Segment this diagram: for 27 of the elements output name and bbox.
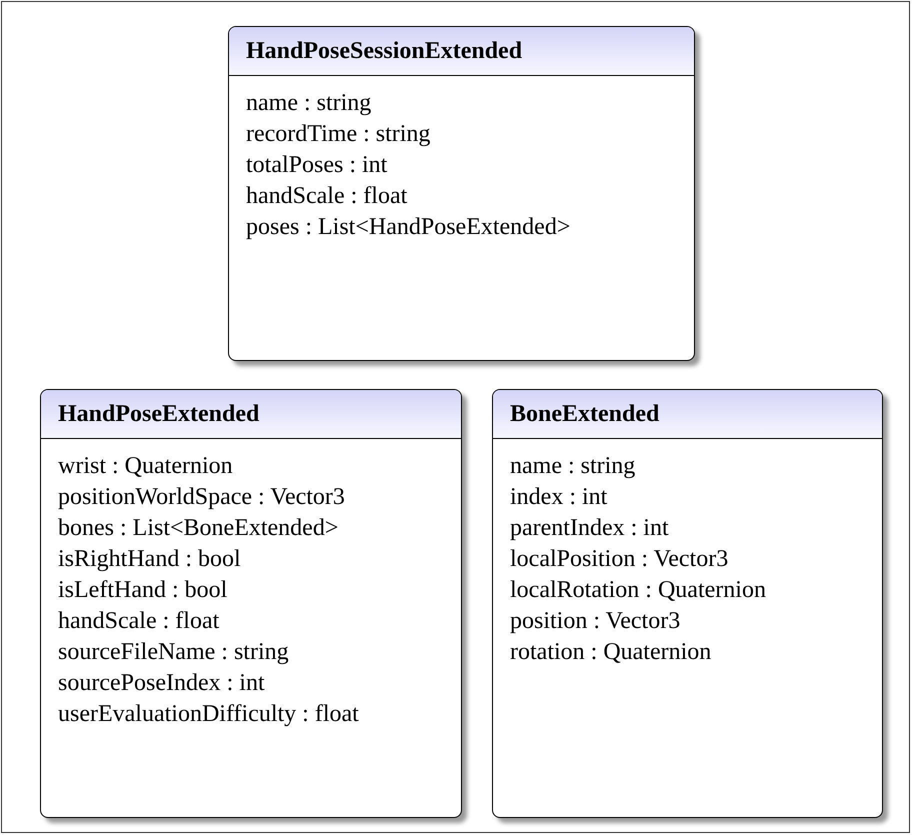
class-name: BoneExtended xyxy=(510,402,660,426)
attribute-text: localPosition : Vector3 xyxy=(510,545,730,574)
attribute-text: bones : List<BoneExtended> xyxy=(58,514,340,543)
attribute-text: sourceFileName : string xyxy=(58,638,290,667)
attribute-text: poses : List<HandPoseExtended> xyxy=(246,213,572,242)
attribute-text: totalPoses : int xyxy=(246,151,388,180)
attribute-text: isRightHand : bool xyxy=(58,545,242,574)
attribute-text: rotation : Quaternion xyxy=(510,638,712,667)
attribute-text: isLeftHand : bool xyxy=(58,576,228,605)
attribute-text: recordTime : string xyxy=(246,120,432,149)
attribute-text: handScale : float xyxy=(246,182,408,211)
class-name: HandPoseSessionExtended xyxy=(246,39,522,63)
attribute-text: wrist : Quaternion xyxy=(58,452,234,481)
class-box xyxy=(228,26,695,361)
attribute-text: sourcePoseIndex : int xyxy=(58,669,266,698)
attribute-text: handScale : float xyxy=(58,607,220,636)
attribute-text: parentIndex : int xyxy=(510,514,670,543)
attribute-text: userEvaluationDifficulty : float xyxy=(58,700,360,729)
class-box xyxy=(40,389,462,818)
attribute-text: positionWorldSpace : Vector3 xyxy=(58,483,346,512)
class-name: HandPoseExtended xyxy=(58,402,260,426)
attribute-text: name : string xyxy=(246,89,372,118)
attribute-text: position : Vector3 xyxy=(510,607,682,636)
attribute-text: localRotation : Quaternion xyxy=(510,576,767,605)
class-box xyxy=(492,389,883,818)
attribute-text: index : int xyxy=(510,483,608,512)
attribute-text: name : string xyxy=(510,452,636,481)
